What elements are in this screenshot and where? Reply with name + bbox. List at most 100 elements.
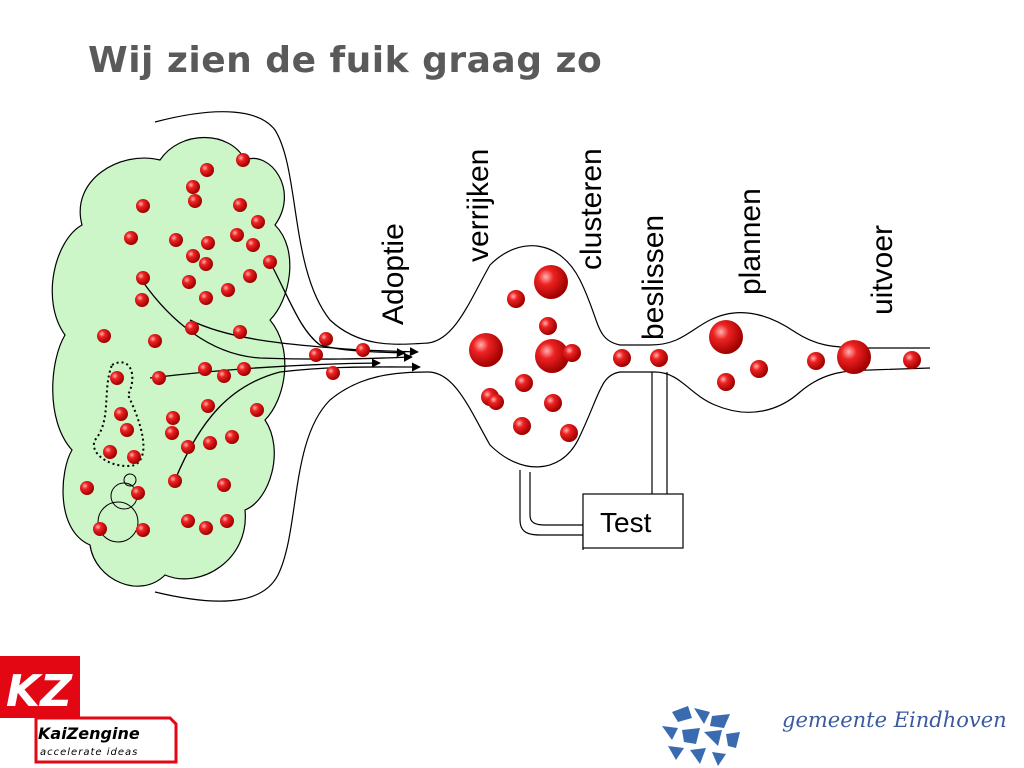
idea-ball bbox=[220, 514, 234, 528]
idea-ball bbox=[185, 321, 199, 335]
idea-ball bbox=[199, 257, 213, 271]
idea-ball bbox=[181, 514, 195, 528]
idea-ball bbox=[203, 436, 217, 450]
idea-ball bbox=[560, 424, 578, 442]
idea-ball bbox=[198, 362, 212, 376]
idea-ball bbox=[136, 523, 150, 537]
idea-ball bbox=[535, 339, 569, 373]
idea-ball bbox=[166, 411, 180, 425]
idea-ball bbox=[539, 317, 557, 335]
idea-ball bbox=[807, 352, 825, 370]
idea-ball bbox=[188, 194, 202, 208]
idea-ball bbox=[136, 271, 150, 285]
idea-ball bbox=[243, 269, 257, 283]
idea-ball bbox=[200, 163, 214, 177]
idea-ball bbox=[168, 474, 182, 488]
test-label: Test bbox=[600, 507, 652, 538]
idea-ball bbox=[201, 236, 215, 250]
small-bubble bbox=[123, 473, 137, 487]
idea-ball bbox=[513, 417, 531, 435]
idea-ball bbox=[469, 333, 503, 367]
idea-ball bbox=[251, 215, 265, 229]
idea-ball bbox=[217, 369, 231, 383]
stage-label-clusteren: clusteren bbox=[575, 148, 608, 270]
idea-ball bbox=[199, 291, 213, 305]
idea-ball bbox=[903, 351, 921, 369]
test-pipe-left bbox=[519, 470, 583, 536]
idea-ball bbox=[563, 344, 581, 362]
idea-ball bbox=[199, 521, 213, 535]
idea-ball bbox=[165, 426, 179, 440]
stage-label-plannen: plannen bbox=[734, 188, 767, 295]
idea-ball bbox=[233, 325, 247, 339]
kaizengine-name: KaiZengine bbox=[38, 724, 140, 743]
ideas-in-funnel bbox=[309, 265, 921, 442]
idea-ball bbox=[225, 430, 239, 444]
flow-arrow bbox=[189, 319, 419, 357]
idea-ball bbox=[319, 332, 333, 346]
idea-ball bbox=[169, 233, 183, 247]
idea-ball bbox=[837, 340, 871, 374]
idea-ball bbox=[356, 343, 370, 357]
idea-ball bbox=[135, 293, 149, 307]
idea-ball bbox=[152, 371, 166, 385]
eindhoven-wordmark: gemeente Eindhoven bbox=[782, 708, 1007, 732]
idea-ball bbox=[515, 374, 533, 392]
idea-ball bbox=[97, 329, 111, 343]
idea-ball bbox=[544, 394, 562, 412]
idea-cloud bbox=[51, 137, 291, 587]
idea-ball bbox=[650, 349, 668, 367]
idea-ball bbox=[309, 348, 323, 362]
stage-label-adoptie: Adoptie bbox=[377, 223, 410, 325]
idea-ball bbox=[507, 290, 525, 308]
flow-arrow bbox=[142, 281, 413, 362]
idea-ball bbox=[114, 407, 128, 421]
stage-label-verrijken: verrijken bbox=[462, 149, 495, 262]
ideas-in-cloud bbox=[80, 153, 277, 537]
eindhoven-logo-mark bbox=[656, 702, 742, 768]
idea-ball bbox=[93, 522, 107, 536]
idea-ball bbox=[181, 440, 195, 454]
idea-ball bbox=[236, 153, 250, 167]
idea-ball bbox=[488, 394, 504, 410]
funnel-outline-bottom bbox=[154, 367, 931, 602]
test-pipe-left-inner bbox=[529, 472, 583, 526]
stage-label-uitvoer: uitvoer bbox=[866, 225, 899, 315]
test-box bbox=[582, 493, 684, 549]
funnel-outline-top bbox=[154, 111, 930, 349]
kaizengine-logo: KZ bbox=[0, 656, 178, 764]
small-bubble bbox=[97, 501, 139, 543]
idea-ball bbox=[120, 423, 134, 437]
idea-ball bbox=[136, 199, 150, 213]
idea-ball bbox=[717, 373, 735, 391]
idea-ball bbox=[326, 366, 340, 380]
stage-label-beslissen: beslissen bbox=[637, 215, 670, 340]
idea-ball bbox=[201, 399, 215, 413]
idea-ball bbox=[131, 486, 145, 500]
idea-ball bbox=[103, 445, 117, 459]
flow-arrow bbox=[269, 261, 406, 358]
idea-ball bbox=[127, 450, 141, 464]
idea-ball bbox=[750, 360, 768, 378]
flow-arrow bbox=[174, 362, 421, 481]
idea-ball bbox=[148, 334, 162, 348]
kaizengine-tagline: accelerate ideas bbox=[40, 747, 139, 758]
idea-ball bbox=[110, 371, 124, 385]
idea-ball bbox=[237, 362, 251, 376]
kaizengine-mark: KZ bbox=[6, 666, 73, 717]
idea-ball bbox=[534, 265, 568, 299]
idea-ball bbox=[80, 481, 94, 495]
page-title: Wij zien de fuik graag zo bbox=[88, 40, 603, 81]
idea-ball bbox=[250, 403, 264, 417]
idea-ball bbox=[124, 231, 138, 245]
idea-ball bbox=[182, 275, 196, 289]
idea-ball bbox=[230, 228, 244, 242]
idea-ball bbox=[246, 238, 260, 252]
idea-ball bbox=[221, 283, 235, 297]
idea-ball bbox=[217, 478, 231, 492]
idea-ball bbox=[709, 320, 743, 354]
idea-ball bbox=[263, 255, 277, 269]
idea-ball bbox=[613, 349, 631, 367]
idea-ball bbox=[186, 249, 200, 263]
